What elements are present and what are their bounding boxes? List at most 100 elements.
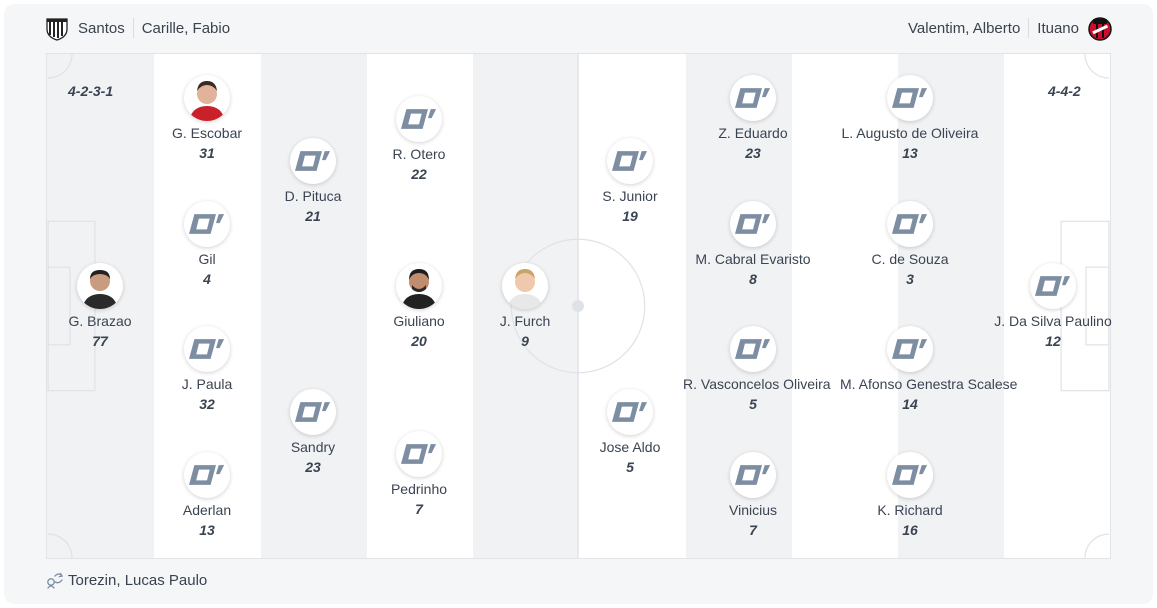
player-name: Aderlan <box>182 502 232 518</box>
player-placeholder-icon <box>184 326 230 372</box>
player-number: 16 <box>902 522 918 538</box>
player-placeholder-icon <box>184 201 230 247</box>
home-player-10[interactable]: J. Furch 9 <box>455 263 595 349</box>
player-number: 23 <box>745 145 761 161</box>
player-number: 12 <box>1045 333 1061 349</box>
player-number: 23 <box>305 459 321 475</box>
player-photo <box>184 75 230 121</box>
away-player-1[interactable]: Jose Aldo 5 <box>560 389 700 475</box>
player-name: G. Brazao <box>68 313 132 329</box>
player-name: J. Paula <box>181 376 233 392</box>
player-name: M. Cabral Evaristo <box>695 251 811 267</box>
away-player-7[interactable]: C. de Souza 3 <box>840 201 980 287</box>
player-number: 20 <box>411 333 427 349</box>
player-name: L. Augusto de Oliveira <box>841 125 979 141</box>
home-player-5[interactable]: D. Pituca 21 <box>243 138 383 224</box>
player-number: 7 <box>415 501 423 517</box>
away-player-5[interactable]: Vinicius 7 <box>683 452 823 538</box>
player-number: 7 <box>749 522 757 538</box>
player-placeholder-icon <box>887 326 933 372</box>
santos-crest-icon <box>46 18 68 41</box>
player-name: Sandry <box>290 439 336 455</box>
player-placeholder-icon <box>730 452 776 498</box>
player-number: 9 <box>521 333 529 349</box>
player-number: 13 <box>902 145 918 161</box>
home-player-4[interactable]: Aderlan 13 <box>137 452 277 538</box>
player-number: 14 <box>902 396 918 412</box>
home-player-1[interactable]: G. Escobar 31 <box>137 75 277 161</box>
player-number: 31 <box>199 145 215 161</box>
home-formation: 4-2-3-1 <box>68 83 114 99</box>
player-placeholder-icon <box>887 201 933 247</box>
pitch <box>46 53 1111 559</box>
away-player-2[interactable]: Z. Eduardo 23 <box>683 75 823 161</box>
player-placeholder-icon <box>1030 263 1076 309</box>
away-player-3[interactable]: M. Cabral Evaristo 8 <box>683 201 823 287</box>
player-placeholder-icon <box>396 431 442 477</box>
player-name: R. Vasconcelos Oliveira <box>683 376 831 392</box>
home-team-name[interactable]: Santos <box>78 19 125 37</box>
player-name: D. Pituca <box>284 188 342 204</box>
away-coach-name[interactable]: Valentim, Alberto <box>908 19 1021 37</box>
player-placeholder-icon <box>290 138 336 184</box>
player-placeholder-icon <box>887 452 933 498</box>
away-formation: 4-4-2 <box>1048 83 1081 99</box>
player-name: M. Afonso Genestra Scalese <box>840 376 1018 392</box>
player-placeholder-icon <box>607 138 653 184</box>
substitution-icon <box>47 572 64 589</box>
player-number: 4 <box>203 271 211 287</box>
substitute-coach-name[interactable]: Torezin, Lucas Paulo <box>68 571 208 589</box>
player-number: 13 <box>199 522 215 538</box>
away-player-0[interactable]: S. Junior 19 <box>560 138 700 224</box>
player-number: 5 <box>749 396 757 412</box>
player-name: K. Richard <box>877 502 943 518</box>
home-player-6[interactable]: Sandry 23 <box>243 389 383 475</box>
header-divider <box>1028 18 1030 38</box>
player-name: Jose Aldo <box>599 439 661 455</box>
player-placeholder-icon <box>887 75 933 121</box>
home-player-9[interactable]: Pedrinho 7 <box>349 431 489 517</box>
home-player-8[interactable]: Giuliano 20 <box>349 263 489 349</box>
away-player-4[interactable]: R. Vasconcelos Oliveira 5 <box>683 326 831 412</box>
player-photo <box>77 263 123 309</box>
player-name: Vinicius <box>729 502 777 518</box>
home-player-7[interactable]: R. Otero 22 <box>349 96 489 182</box>
home-team-header: Santos Carille, Fabio <box>44 14 238 42</box>
home-coach-name[interactable]: Carille, Fabio <box>141 19 231 37</box>
away-team-name[interactable]: Ituano <box>1037 19 1079 37</box>
player-name: Gil <box>198 251 216 267</box>
pitch-stripe <box>792 54 898 558</box>
player-placeholder-icon <box>290 389 336 435</box>
player-placeholder-icon <box>730 326 776 372</box>
player-photo <box>396 263 442 309</box>
ituano-crest-icon <box>1088 17 1112 41</box>
player-name: J. Da Silva Paulino <box>994 313 1112 329</box>
player-name: R. Otero <box>392 146 446 162</box>
away-player-9[interactable]: K. Richard 16 <box>840 452 980 538</box>
player-number: 8 <box>749 271 757 287</box>
home-player-2[interactable]: Gil 4 <box>137 201 277 287</box>
away-player-6[interactable]: L. Augusto de Oliveira 13 <box>840 75 980 161</box>
player-name: Z. Eduardo <box>718 125 788 141</box>
player-name: C. de Souza <box>871 251 949 267</box>
player-name: J. Furch <box>499 313 551 329</box>
player-placeholder-icon <box>730 201 776 247</box>
player-number: 77 <box>92 333 108 349</box>
player-name: Giuliano <box>393 313 445 329</box>
player-placeholder-icon <box>730 75 776 121</box>
away-player-8[interactable]: M. Afonso Genestra Scalese 14 <box>840 326 1018 412</box>
player-photo <box>502 263 548 309</box>
player-name: S. Junior <box>602 188 658 204</box>
player-placeholder-icon <box>396 96 442 142</box>
home-player-0[interactable]: G. Brazao 77 <box>30 263 170 349</box>
player-number: 22 <box>411 166 427 182</box>
header-divider <box>132 18 134 38</box>
away-player-10[interactable]: J. Da Silva Paulino 12 <box>983 263 1123 349</box>
player-placeholder-icon <box>607 389 653 435</box>
player-number: 21 <box>305 208 321 224</box>
player-number: 19 <box>622 208 638 224</box>
player-name: G. Escobar <box>171 125 243 141</box>
player-number: 3 <box>906 271 914 287</box>
home-player-3[interactable]: J. Paula 32 <box>137 326 277 412</box>
player-name: Pedrinho <box>390 481 448 497</box>
